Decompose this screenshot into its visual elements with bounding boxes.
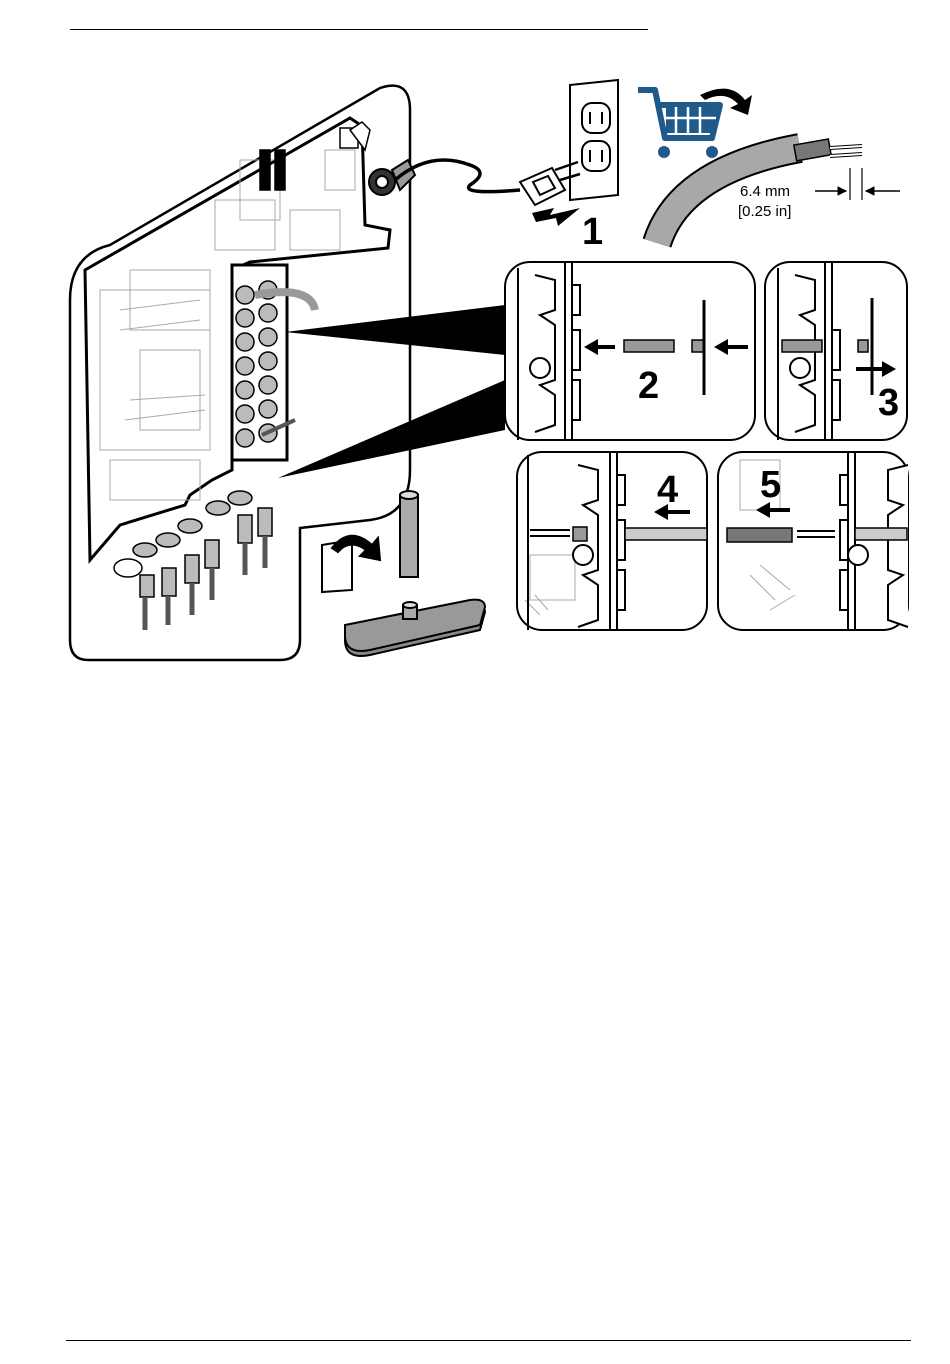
step-4-label: 4 bbox=[657, 469, 678, 511]
shopping-cart-icon bbox=[638, 90, 720, 158]
panel-step-5 bbox=[718, 452, 908, 630]
arrow-icon bbox=[532, 208, 580, 226]
dimension-imperial: [0.25 in] bbox=[738, 203, 791, 220]
step-5-label: 5 bbox=[760, 464, 781, 506]
footer-rule bbox=[66, 1340, 911, 1341]
panel-step-4 bbox=[517, 452, 707, 630]
plug-icon bbox=[395, 160, 580, 205]
wall-outlet-icon bbox=[570, 80, 618, 200]
panel-step-2 bbox=[505, 262, 755, 440]
dimension-metric: 6.4 mm bbox=[740, 183, 790, 200]
step-2-label: 2 bbox=[638, 365, 659, 407]
step-1-label: 1 bbox=[582, 211, 603, 253]
enclosure-illustration bbox=[70, 86, 415, 660]
step-3-label: 3 bbox=[878, 382, 899, 424]
installation-figure: 1 6.4 mm [0.25 in] bbox=[0, 0, 950, 700]
